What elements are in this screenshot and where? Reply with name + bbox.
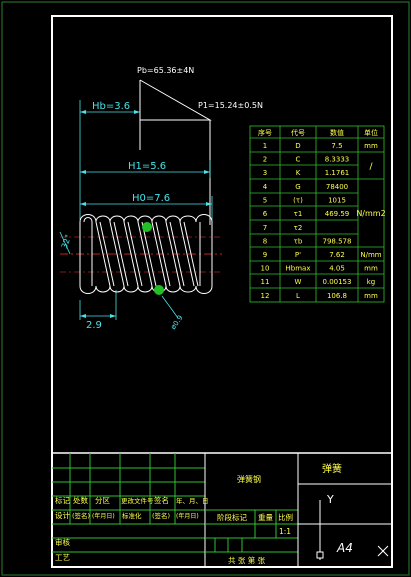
row-label-change-doc: 更改文件号 (121, 496, 154, 505)
design-date: (年月日) (92, 512, 115, 520)
table-row-8-symbol: τb (294, 238, 303, 246)
part-name: 弹簧 (322, 462, 342, 475)
table-row-3-value: 1.1761 (325, 169, 350, 177)
parameter-table-text: 序号 代号 数值 单位 1 D 7.5 mm 2 C 8.3333 3 K 1.1761 4 G 78400 5 (… (258, 128, 386, 300)
wire-section-bottom (154, 285, 164, 295)
row-label-mark: 标记 (55, 495, 70, 505)
row-label-zone: 分区 (95, 496, 110, 505)
table-row-2-value: 8.3333 (325, 156, 350, 164)
design-label: 设计 (55, 510, 70, 520)
sheet-size: A4 (336, 541, 353, 555)
table-header-0: 序号 (258, 128, 272, 137)
table-row-8-index: 8 (263, 238, 267, 246)
table-row-11-index: 11 (261, 278, 270, 286)
row-label-date: 年、月、日 (176, 496, 209, 505)
table-header-3: 单位 (364, 128, 378, 137)
table-row-3-symbol: K (296, 169, 301, 177)
table-row-4-symbol: G (295, 183, 300, 191)
table-row-9-index: 9 (263, 251, 267, 259)
table-row-10-unit: mm (364, 265, 378, 273)
title-block (51, 452, 393, 568)
wire-diameter-dimension: ø0.9 (169, 314, 184, 331)
table-row-4-value: 78400 (326, 183, 348, 191)
table-header-2: 数值 (330, 128, 344, 137)
standardization-date: (年月日) (176, 512, 199, 520)
table-row-9-symbol: P' (295, 251, 301, 259)
table-row-5-index: 5 (263, 197, 267, 205)
max-load-label: Pb=65.36±4N (137, 66, 194, 75)
spring-coils (79, 214, 213, 294)
table-row-7-symbol: τ2 (294, 224, 303, 232)
table-row-10-index: 10 (261, 265, 270, 273)
table-row-4-index: 4 (263, 183, 268, 191)
pitch-dimension: 2.9 (86, 320, 102, 331)
table-unit-stress: N/mm2 (356, 209, 385, 218)
y-axis-mark: Y (326, 493, 334, 506)
standardization-sign: (签名) (152, 511, 170, 520)
design-sign: (签名) (72, 511, 90, 520)
table-row-5-symbol: (τ) (293, 197, 303, 205)
table-row-2-index: 2 (263, 156, 267, 164)
wire-section-top (142, 222, 152, 232)
table-row-1-symbol: D (295, 142, 300, 150)
dimension-arrows (80, 110, 212, 318)
table-row-8-value: 798.578 (323, 238, 352, 246)
table-row-12-symbol: L (296, 292, 300, 300)
dimension-lines (59, 100, 213, 320)
table-row-12-value: 106.8 (327, 292, 347, 300)
hb-dimension: Hb=3.6 (92, 101, 130, 112)
spring-drawing: Pb=65.36±4N P1=15.24±0.5N Hb=3.6 (59, 66, 263, 331)
row-label-count: 处数 (73, 495, 88, 505)
scale-value: 1:1 (279, 527, 291, 536)
standardization-label: 标准化 (122, 511, 142, 520)
h1-dimension: H1=5.6 (128, 161, 166, 172)
sheet-count: 共 张 第 张 (228, 555, 266, 565)
process-label: 工艺 (55, 553, 70, 562)
table-row-3-index: 3 (263, 169, 267, 177)
table-row-10-symbol: Hbmax (286, 265, 311, 273)
table-row-7-index: 7 (263, 224, 267, 232)
table-row-11-unit: kg (367, 278, 376, 286)
table-header-1: 代号 (291, 128, 305, 137)
table-row-5-value: 1015 (328, 197, 346, 205)
h0-dimension: H0=7.6 (132, 193, 170, 204)
row-label-sign: 签名 (154, 495, 169, 505)
material-label: 弹簧钢 (237, 474, 261, 484)
stage-mark-label: 阶段标记 (217, 512, 247, 522)
title-block-text: 标记 处数 分区 更改文件号 签名 年、月、日 设计 (签名) (年月日) 标准… (55, 462, 342, 565)
table-row-12-unit: mm (364, 292, 378, 300)
table-row-11-symbol: W (295, 278, 302, 286)
table-row-12-index: 12 (261, 292, 270, 300)
table-row-1-index: 1 (263, 142, 267, 150)
table-row-11-value: 0.00153 (323, 278, 352, 286)
table-row-2-symbol: C (296, 156, 301, 164)
load-triangle (139, 79, 212, 121)
table-row-9-unit: N/mm (360, 251, 381, 259)
review-label: 审核 (55, 537, 70, 547)
weight-label: 重量 (258, 513, 273, 522)
table-row-10-value: 4.05 (329, 265, 345, 273)
table-row-6-symbol: τ1 (294, 210, 303, 218)
table-row-1-value: 7.5 (331, 142, 342, 150)
parameter-table (249, 125, 385, 303)
scale-label: 比例 (278, 512, 293, 522)
table-row-1-unit: mm (364, 142, 378, 150)
min-load-label: P1=15.24±0.5N (198, 101, 263, 110)
table-row-6-index: 6 (263, 210, 268, 218)
table-row-9-value: 7.62 (329, 251, 345, 259)
title-block-marks (316, 500, 389, 560)
table-row-6-value: 469.59 (325, 210, 350, 218)
table-unit-dimensionless: / (369, 162, 373, 172)
